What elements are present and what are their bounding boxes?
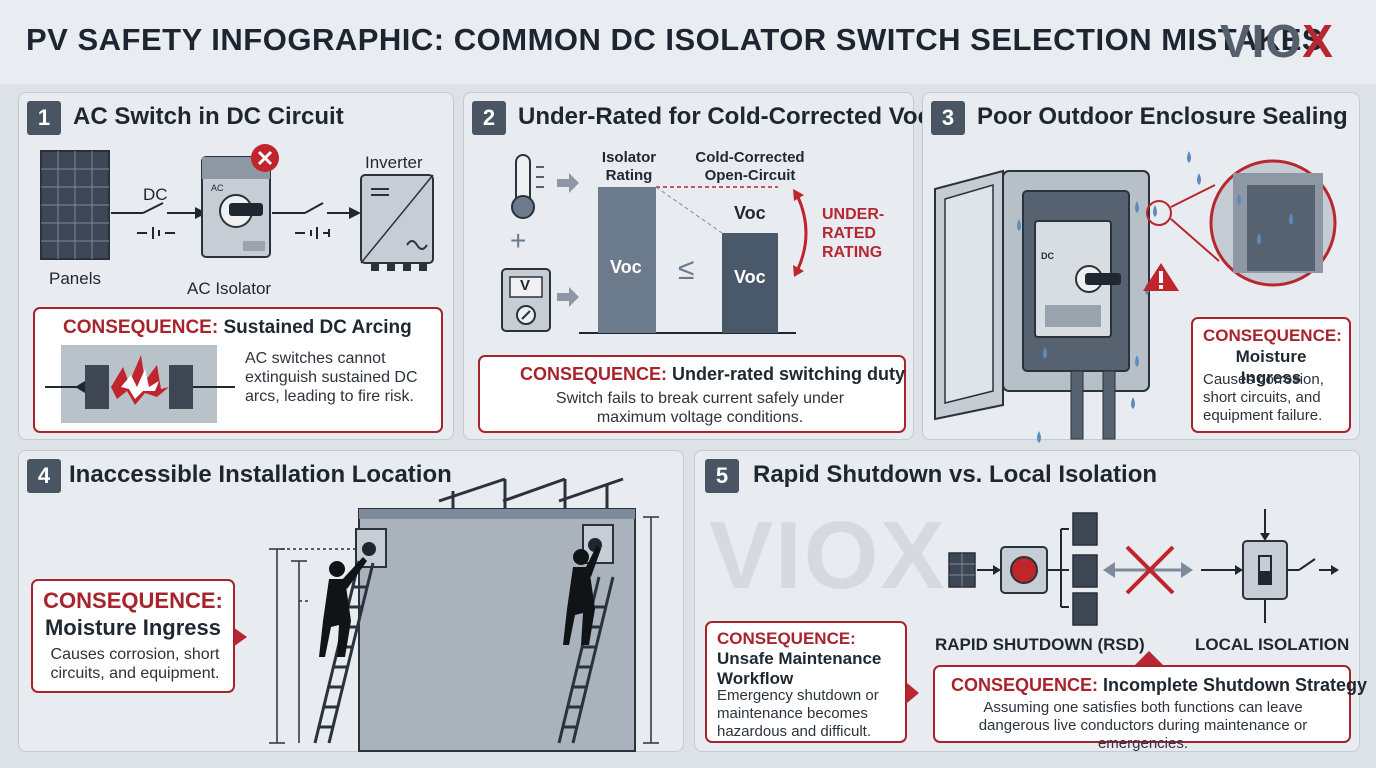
- page-title: PV SAFETY INFOGRAPHIC: COMMON DC ISOLATO…: [26, 22, 1324, 57]
- voc-comparison-chart: [501, 154, 808, 334]
- panel-number: 4: [27, 459, 61, 493]
- installation-illustration: [233, 477, 659, 752]
- inverter-icon: [360, 174, 434, 271]
- consequence-title: CONSEQUENCE:Unsafe Maintenance Workflow: [717, 629, 882, 688]
- panel-title: Under-Rated for Cold-Corrected Voc: [518, 103, 931, 130]
- isolator-label: AC Isolator: [187, 279, 272, 298]
- panel-under-rated: 2 Under-Rated for Cold-Corrected Voc: [463, 92, 931, 440]
- worker-silhouette: [319, 545, 601, 657]
- panel-inaccessible-location: 4 Inaccessible Installation Location: [18, 450, 684, 752]
- panel-number: 2: [472, 101, 506, 135]
- consequence-text: Causes corrosion, short circuits, and eq…: [50, 646, 220, 682]
- panel-title: AC Switch in DC Circuit: [73, 103, 344, 130]
- consequence-box: CONSEQUENCE: Under-rated switching duty …: [478, 355, 906, 433]
- voltmeter-icon: [501, 268, 551, 332]
- thermometer-icon: [511, 154, 544, 219]
- dc-label: DC: [143, 185, 168, 204]
- dc-wire-right: [272, 202, 349, 239]
- voc-right-label: Voc: [734, 267, 766, 287]
- enclosure-illustration: [934, 151, 1337, 443]
- isolator-rating-label: Isolator Rating: [601, 149, 657, 184]
- shutdown-diagram: [907, 509, 1339, 703]
- dc-wire-left: [111, 202, 195, 239]
- consequence-title: CONSEQUENCE:Moisture Ingress: [43, 588, 223, 640]
- plus-sign: +: [510, 225, 527, 256]
- ac-marking: AC: [211, 183, 224, 193]
- local-isolation-label: LOCAL ISOLATION: [1195, 635, 1350, 654]
- panel-number: 1: [27, 101, 61, 135]
- arc-illustration: [45, 345, 235, 423]
- consequence-text: Causes corrosion, short circuits, and eq…: [1203, 371, 1324, 424]
- dc-marking: DC: [1041, 251, 1054, 261]
- consequence-text: Assuming one satisfies both functions ca…: [978, 699, 1308, 752]
- consequence-box: CONSEQUENCE:Moisture Ingress Causes corr…: [31, 579, 235, 693]
- panel-ac-switch: 1 AC Switch in DC Circuit: [18, 92, 454, 440]
- consequence-title: CONSEQUENCE:Moisture Ingress: [1203, 326, 1342, 387]
- arrow-icon: [557, 173, 579, 307]
- bar-isolator-rating: [598, 187, 656, 333]
- under-rated-label: UNDER-RATED RATING: [822, 206, 885, 261]
- panel-rapid-shutdown: 5 Rapid Shutdown vs. Local Isolation VIO…: [694, 450, 1367, 752]
- inverter-label: Inverter: [365, 153, 423, 172]
- voc-left-label: Voc: [610, 257, 642, 277]
- panel-title: Inaccessible Installation Location: [69, 461, 452, 488]
- ac-isolator-icon: [201, 144, 279, 258]
- panel-title: Poor Outdoor Enclosure Sealing: [977, 103, 1348, 130]
- rsd-label: RAPID SHUTDOWN (RSD): [935, 635, 1145, 654]
- panel-title: Rapid Shutdown vs. Local Isolation: [753, 461, 1158, 488]
- panels-label: Panels: [49, 269, 101, 288]
- consequence-title: CONSEQUENCE: Incomplete Shutdown Strateg…: [951, 675, 1368, 695]
- panel-number: 3: [931, 101, 965, 135]
- voc-top-label: Voc: [734, 203, 766, 223]
- consequence-box: CONSEQUENCE: Sustained DC Arcing AC swit…: [33, 307, 443, 433]
- consequence-box-workflow: CONSEQUENCE:Unsafe Maintenance Workflow …: [705, 621, 907, 743]
- bar-cold-corrected: [722, 233, 778, 333]
- solar-panel-icon: [40, 150, 110, 260]
- consequence-box: CONSEQUENCE:Moisture Ingress Causes corr…: [1191, 317, 1351, 433]
- consequence-text: Switch fails to break current safely und…: [555, 390, 845, 426]
- viox-watermark: VIOX: [709, 502, 947, 609]
- less-equal-sign: ≤: [678, 253, 695, 286]
- cold-corrected-label: Cold-Corrected Open-Circuit: [695, 149, 805, 184]
- warning-icon: [1143, 263, 1179, 291]
- panel-number: 5: [705, 459, 739, 493]
- ac-circuit-diagram: AC: [40, 144, 434, 271]
- consequence-title: CONSEQUENCE: Sustained DC Arcing: [63, 317, 412, 338]
- consequence-title: CONSEQUENCE: Under-rated switching duty: [520, 364, 906, 384]
- panel-enclosure-sealing: 3 Poor Outdoor Enclosure Sealing: [922, 92, 1360, 443]
- header-bar: PV SAFETY INFOGRAPHIC: COMMON DC ISOLATO…: [0, 0, 1376, 84]
- consequence-box-strategy: CONSEQUENCE: Incomplete Shutdown Strateg…: [933, 665, 1367, 752]
- consequence-text: AC switches cannot extinguish sustained …: [245, 350, 418, 405]
- meter-v-label: V: [520, 277, 531, 294]
- viox-logo: VIOX: [1220, 15, 1334, 67]
- consequence-text: Emergency shutdown or maintenance become…: [717, 687, 879, 740]
